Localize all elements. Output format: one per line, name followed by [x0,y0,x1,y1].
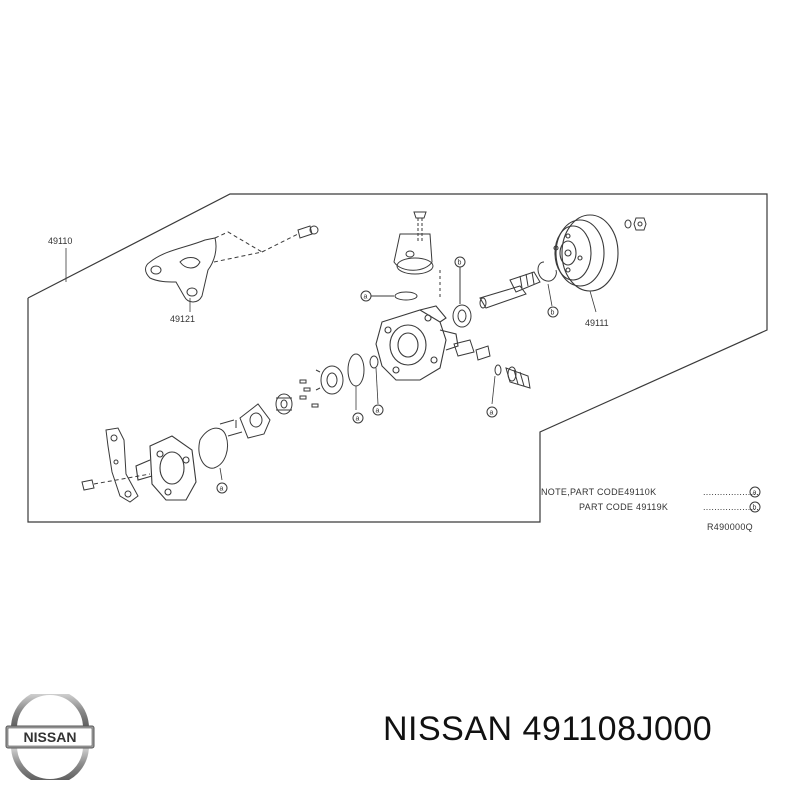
marker-b-2: b [458,260,462,267]
side-plate [239,403,271,439]
callout-49121-label: 49121 [170,314,195,324]
rotor-vanes [299,379,319,408]
note-line-2: PART CODE 49119K [579,502,668,512]
rear-cover [135,435,197,501]
rotor [275,393,293,415]
marker-a-4: a [376,408,380,415]
note-line-1: NOTE,PART CODE49110K [541,487,656,497]
bracket-49121 [145,225,319,312]
callout-49111-label: 49111 [585,318,609,328]
callout-49110: 49110 [48,236,72,282]
marker-b-1: b [551,310,555,317]
rear-bracket [105,427,139,503]
caption-part-number: 491108J000 [522,710,713,748]
note-leader-2: .................... [703,502,759,512]
body-gasket [347,353,384,424]
pump-body [375,305,459,381]
note-marker-b: b [753,505,757,512]
part-code-note: NOTE,PART CODE49110K ...................… [541,486,761,513]
flow-control-valve [453,339,531,405]
pulley-nut [624,217,647,231]
note-leader-1: .................... [703,487,759,497]
pump-mount-bolt [393,211,441,300]
marker-a-2: a [490,410,494,417]
figure-code: R490000Q [707,522,753,532]
caption-brand: NISSAN [383,710,513,748]
dowel-pins [219,419,243,437]
drive-shaft [479,271,541,309]
nissan-logo: NISSAN [5,694,95,780]
marker-a-3: a [356,416,360,423]
marker-a-1: a [364,294,368,301]
nissan-logo-text: NISSAN [24,729,77,745]
marker-a-5: a [220,486,224,493]
cam-ring [315,365,344,395]
rear-gasket [198,427,228,494]
snap-ring [537,261,559,318]
pulley-49111 [553,214,619,313]
rear-bolt [81,473,151,491]
part-caption: NISSAN 491108J000 [383,710,712,749]
note-marker-a: a [753,490,757,497]
callout-49110-label: 49110 [48,236,72,246]
o-ring-upper [360,290,418,302]
oil-seal [452,256,472,328]
diagram-border [27,193,768,523]
